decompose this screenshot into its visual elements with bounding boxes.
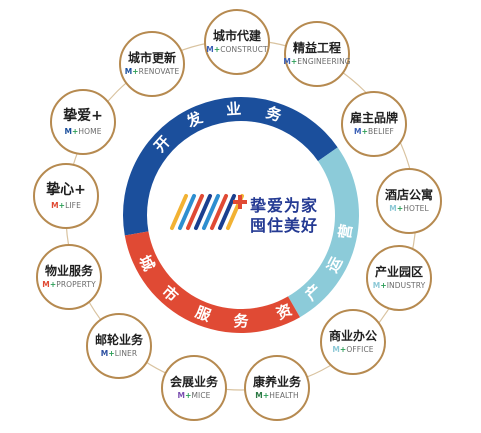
center-disc [149,123,333,307]
node-city-renovate: 城市更新 M+RENOVATE [119,31,185,97]
node-subtitle: M+HEALTH [255,391,299,400]
svg-text:务: 务 [233,312,249,330]
logo-stripe [178,194,196,230]
brand-logo [170,194,247,230]
node-title: 城市更新 [127,51,176,65]
node-subtitle: M+RENOVATE [124,67,180,76]
node-title: 雇主品牌 [349,111,398,125]
node-subtitle: M+HOME [64,126,102,136]
node-commercial-office: 商业办公 M+OFFICE [320,309,386,375]
sector-city-service [124,231,300,334]
node-title: 康养业务 [252,375,301,389]
node-hotel-apartment: 酒店公寓 M+HOTEL [376,168,442,234]
logo-stripe [170,194,188,230]
node-title: 物业服务 [44,264,93,278]
label-city-service: 城市服务 [135,252,249,330]
logo-stripe [186,194,204,230]
node-exhibition: 会展业务 M+MICE [161,355,227,421]
brand-slogan-line2: 囤住美好 [250,216,319,235]
node-subtitle: M+MICE [177,391,211,400]
node-title: 会展业务 [169,375,218,389]
node-property-service: 物业服务 M+PROPERTY [36,244,102,310]
svg-text:营: 营 [336,223,356,241]
svg-text:务: 务 [264,103,285,125]
node-subtitle: M+INDUSTRY [372,281,426,290]
node-city-construct: 城市代建 M+CONSTRUCT [204,9,270,75]
logo-stripe [202,194,220,230]
node-subtitle: M+BELIEF [354,127,394,136]
node-industrial-park: 产业园区 M+INDUSTRY [366,245,432,311]
logo-stripe [218,194,236,230]
node-subtitle: M+ENGINEERING [283,57,351,66]
svg-text:业: 业 [225,100,241,119]
node-subtitle: M+PROPERTY [42,280,96,289]
node-subtitle: M+CONSTRUCT [206,45,268,54]
node-home: 挚爱+ M+HOME [50,89,116,155]
node-title: 城市代建 [212,29,261,43]
node-subtitle: M+LIFE [51,200,81,210]
node-health-care: 康养业务 M+HEALTH [244,355,310,421]
svg-text:服: 服 [193,303,214,326]
node-subtitle: M+OFFICE [332,345,374,354]
svg-text:城: 城 [135,252,158,274]
node-title: 挚心+ [46,181,86,198]
node-title: 产业园区 [374,265,423,279]
svg-text:资: 资 [274,301,295,324]
node-subtitle: M+HOTEL [389,204,429,213]
logo-stripe [194,194,212,230]
sector-asset-operation [288,147,360,318]
sector-development [122,96,338,236]
node-cruise-liner: 邮轮业务 M+LINER [86,313,152,379]
brand-slogan-line1: 挚爱为家 [250,196,319,215]
logo-plus-h [233,200,247,204]
svg-text:运: 运 [323,254,346,276]
node-lean-engineering: 精益工程 M+ENGINEERING [283,21,351,87]
node-employer-brand: 雇主品牌 M+BELIEF [341,91,407,157]
node-subtitle: M+LINER [100,349,138,358]
node-title: 挚爱+ [63,107,103,124]
logo-stripe [210,194,228,230]
node-title: 商业办公 [328,329,377,343]
node-life: 挚心+ M+LIFE [33,163,99,229]
node-title: 精益工程 [292,41,341,55]
node-title: 酒店公寓 [384,188,433,202]
node-title: 邮轮业务 [94,333,143,347]
